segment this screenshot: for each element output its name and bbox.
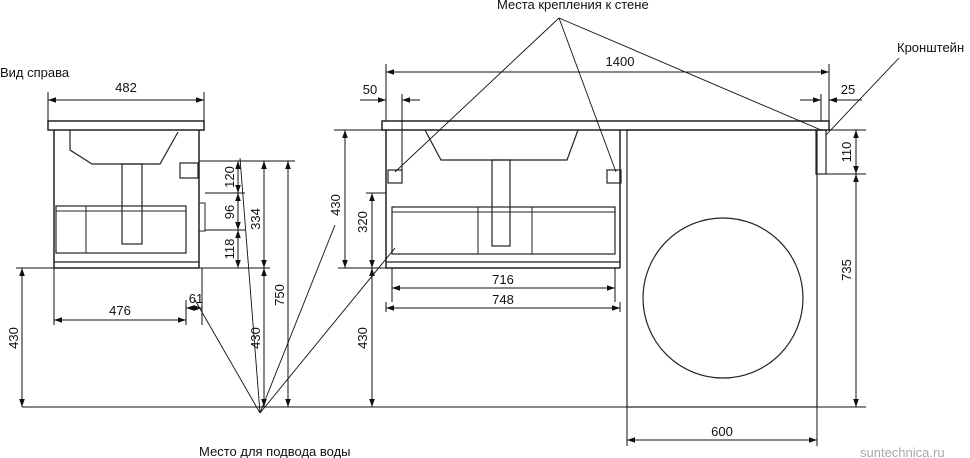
dim-side-96: 96 (222, 205, 237, 219)
dim-front-748: 748 (492, 292, 514, 307)
leader-lines (194, 17, 900, 414)
washing-machine (626, 129, 818, 408)
dim-side-430: 430 (248, 327, 263, 349)
dim-side-482: 482 (115, 80, 137, 95)
side-dim-lines (16, 92, 295, 407)
dim-front-320: 320 (355, 211, 370, 233)
dim-bracket-110: 110 (839, 142, 854, 163)
bracket-label: Кронштейн (897, 40, 964, 55)
dim-washer-735: 735 (839, 259, 854, 281)
dim-side-120: 120 (222, 166, 237, 188)
dim-front-25: 25 (841, 82, 855, 97)
dim-side-750: 750 (272, 284, 287, 306)
dim-front-1400: 1400 (606, 54, 635, 69)
dim-side-118: 118 (222, 239, 237, 260)
dim-side-430-floor: 430 (6, 327, 21, 349)
dim-washer-600: 600 (711, 424, 733, 439)
watermark: suntechnica.ru (860, 445, 945, 458)
side-view-cabinet (47, 120, 206, 269)
dim-front-716: 716 (492, 272, 514, 287)
side-view-label: Вид справа (0, 65, 70, 80)
front-dim-lines (334, 64, 866, 446)
dim-side-61: 61 (189, 291, 203, 306)
dim-front-430: 430 (328, 194, 343, 216)
dim-front-50: 50 (363, 82, 377, 97)
front-view-cabinet (381, 120, 830, 269)
water-inlet-label: Место для подвода воды (199, 444, 351, 458)
wall-mounts-label: Места крепления к стене (497, 0, 649, 12)
dim-side-334: 334 (248, 208, 263, 230)
dim-front-430-floor: 430 (355, 327, 370, 349)
dim-side-476: 476 (109, 303, 131, 318)
